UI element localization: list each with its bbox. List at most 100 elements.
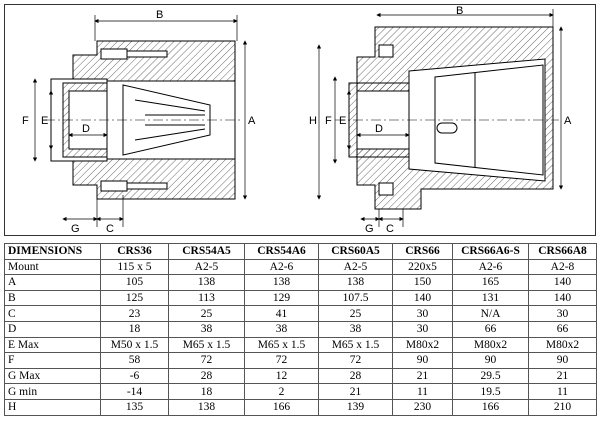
value-cell: 107.5 xyxy=(318,289,393,307)
value-cell: 129 xyxy=(244,289,319,307)
left-label-d: D xyxy=(82,123,90,135)
value-cell: 29.5 xyxy=(452,367,529,385)
value-cell: 138 xyxy=(318,274,393,291)
value-cell: -14 xyxy=(100,383,169,400)
value-cell: 72 xyxy=(244,352,319,369)
value-cell: 90 xyxy=(392,352,453,369)
value-cell: A2-6 xyxy=(244,258,319,276)
value-cell: 25 xyxy=(318,305,393,322)
value-cell: M65 x 1.5 xyxy=(244,336,319,354)
value-cell: A2-6 xyxy=(452,258,529,276)
header-crs54a6: CRS54A6 xyxy=(244,243,319,260)
value-cell: 30 xyxy=(392,320,453,338)
value-cell: 166 xyxy=(244,398,319,416)
value-cell: 21 xyxy=(392,367,453,385)
value-cell: N/A xyxy=(452,305,529,322)
value-cell: 38 xyxy=(318,320,393,338)
left-label-a: A xyxy=(248,115,256,127)
value-cell: A2-5 xyxy=(168,258,245,276)
value-cell: 140 xyxy=(392,289,453,307)
cross-section-drawings: B F E D A G C xyxy=(22,5,572,235)
header-crs66a8: CRS66A8 xyxy=(528,243,597,260)
value-cell: 113 xyxy=(168,289,245,307)
header-crs66: CRS66 xyxy=(392,243,453,260)
row-label-cell: D xyxy=(4,320,101,338)
row-label-cell: G min xyxy=(4,383,101,400)
value-cell: 38 xyxy=(168,320,245,338)
right-label-d: D xyxy=(375,123,383,135)
value-cell: M80x2 xyxy=(452,336,529,354)
value-cell: 28 xyxy=(168,367,245,385)
value-cell: 2 xyxy=(244,383,319,400)
value-cell: 138 xyxy=(168,274,245,291)
left-dimension-lines xyxy=(32,15,248,227)
value-cell: 41 xyxy=(244,305,319,322)
left-cross-section xyxy=(45,40,241,200)
value-cell: M65 x 1.5 xyxy=(168,336,245,354)
value-cell: 66 xyxy=(528,320,597,338)
row-label-cell: B xyxy=(4,289,101,307)
right-label-h: H xyxy=(309,115,317,127)
left-label-b: B xyxy=(156,9,163,21)
value-cell: 210 xyxy=(528,398,597,416)
header-crs36: CRS36 xyxy=(100,243,169,260)
value-cell: 90 xyxy=(528,352,597,369)
value-cell: 140 xyxy=(528,274,597,291)
left-label-c: C xyxy=(106,223,114,235)
value-cell: 131 xyxy=(452,289,529,307)
left-label-e: E xyxy=(41,115,48,127)
value-cell: 135 xyxy=(100,398,169,416)
technical-drawing-panel: B F E D A G C xyxy=(4,4,596,236)
right-label-g: G xyxy=(365,223,374,235)
value-cell: 140 xyxy=(528,289,597,307)
value-cell: 12 xyxy=(244,367,319,385)
value-cell: 138 xyxy=(244,274,319,291)
value-cell: 25 xyxy=(168,305,245,322)
value-cell: M50 x 1.5 xyxy=(100,336,169,354)
value-cell: A2-5 xyxy=(318,258,393,276)
value-cell: 19.5 xyxy=(452,383,529,400)
value-cell: 125 xyxy=(100,289,169,307)
right-dimension-lines xyxy=(316,9,564,227)
left-label-g: G xyxy=(71,223,80,235)
value-cell: 38 xyxy=(244,320,319,338)
value-cell: 115 x 5 xyxy=(100,258,169,276)
row-label-cell: A xyxy=(4,274,101,291)
right-label-e: E xyxy=(339,115,346,127)
value-cell: 58 xyxy=(100,352,169,369)
row-label-cell: H xyxy=(4,398,101,416)
value-cell: 21 xyxy=(318,383,393,400)
row-label-cell: E Max xyxy=(4,336,101,354)
dimensions-table: DIMENSIONS CRS36 CRS54A5 CRS54A6 CRS60A5… xyxy=(4,243,597,416)
right-label-b: B xyxy=(456,5,463,17)
value-cell: A2-8 xyxy=(528,258,597,276)
value-cell: M80x2 xyxy=(392,336,453,354)
value-cell: 28 xyxy=(318,367,393,385)
header-crs54a5: CRS54A5 xyxy=(168,243,245,260)
row-label-cell: C xyxy=(4,305,101,322)
value-cell: 30 xyxy=(528,305,597,322)
value-cell: 150 xyxy=(392,274,453,291)
value-cell: 105 xyxy=(100,274,169,291)
value-cell: 30 xyxy=(392,305,453,322)
value-cell: 18 xyxy=(100,320,169,338)
value-cell: -6 xyxy=(100,367,169,385)
row-label-cell: F xyxy=(4,352,101,369)
value-cell: 21 xyxy=(528,367,597,385)
value-cell: 11 xyxy=(392,383,453,400)
right-label-a: A xyxy=(564,115,572,127)
row-label-cell: Mount xyxy=(4,258,101,276)
value-cell: M65 x 1.5 xyxy=(318,336,393,354)
header-crs60a5: CRS60A5 xyxy=(318,243,393,260)
value-cell: 72 xyxy=(168,352,245,369)
value-cell: 11 xyxy=(528,383,597,400)
